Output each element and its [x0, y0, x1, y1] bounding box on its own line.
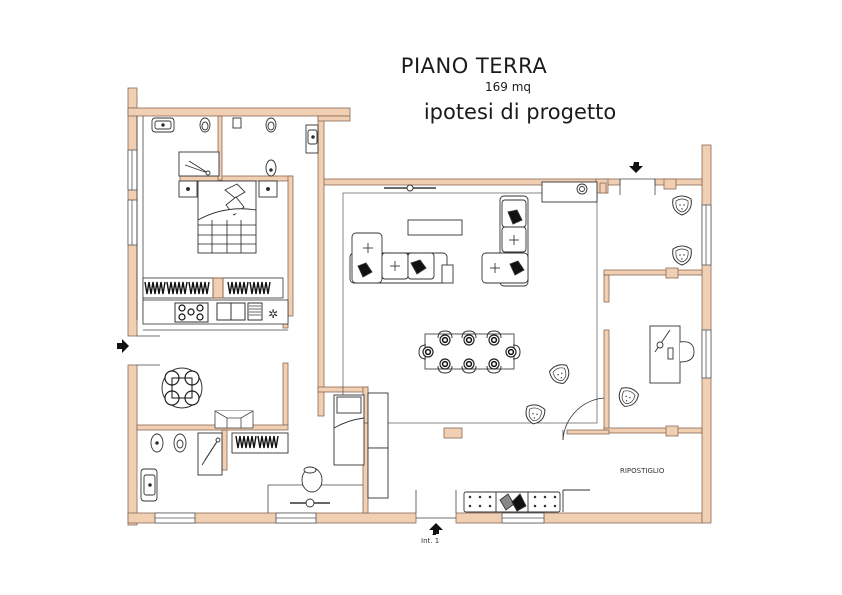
round-dining-table: [161, 367, 203, 409]
living-room-furniture: [349, 181, 598, 287]
dining-table: [418, 330, 521, 374]
single-bedroom: [290, 392, 389, 508]
windows: [127, 149, 712, 524]
master-bedroom: [151, 117, 319, 254]
plan-subtitle: ipotesi di progetto: [423, 100, 617, 124]
kitchen: ✲: [142, 277, 289, 325]
bathroom-2: [140, 432, 289, 502]
entrance-label: Int. 1: [421, 537, 440, 545]
svg-text:✲: ✲: [268, 307, 278, 321]
top-entrance-arrow-icon: [629, 162, 643, 173]
study-desk: [649, 325, 695, 384]
bench-sofa: [463, 489, 590, 513]
plan-area: 169 mq: [484, 80, 532, 94]
side-entrance-arrow-icon: [117, 339, 129, 353]
storage-room-label: RIPOSTIGLIO: [620, 467, 665, 475]
plan-title: PIANO TERRA: [400, 54, 548, 78]
hood: [214, 410, 254, 429]
entrance-arrows: [117, 162, 643, 535]
